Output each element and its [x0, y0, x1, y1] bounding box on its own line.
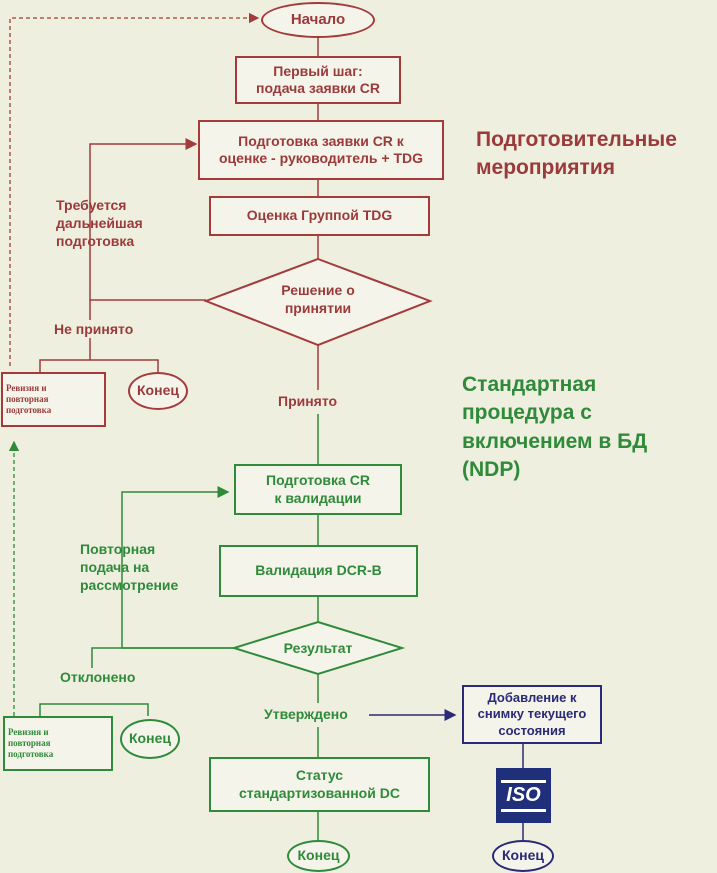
approved-label: Утверждено: [262, 705, 350, 724]
validation-box: Валидация DCR-B: [219, 545, 418, 597]
revision-top-box: Ревизия и повторная подготовка: [1, 372, 106, 427]
end-left-oval: Конец: [120, 719, 180, 759]
revision-bottom-box: Ревизия и повторная подготовка: [3, 716, 113, 771]
accepted-label: Принято: [278, 392, 338, 411]
decision-diamond: [203, 257, 433, 347]
result-diamond: [230, 620, 406, 676]
end-top-oval: Конец: [128, 372, 188, 410]
not-accepted-label: Не принято: [52, 320, 136, 339]
prepare-cr-box: Подготовка заявки CR к оценке - руководи…: [198, 120, 444, 180]
first-step-box: Первый шаг: подача заявки CR: [235, 56, 401, 104]
rejected-label: Отклонено: [58, 668, 138, 687]
status-box: Статус стандартизованной DC: [209, 757, 430, 812]
tdg-eval-box: Оценка Группой TDG: [209, 196, 430, 236]
result-text: Результат: [283, 640, 353, 656]
start-oval: Начало: [261, 2, 375, 38]
prep-section-title: Подготовительные мероприятия: [476, 128, 677, 180]
prepare-validation-box: Подготовка CR к валидации: [234, 464, 402, 515]
end-bottom-oval: Конец: [287, 840, 350, 872]
needs-prep-label: Требуется дальнейшая подготовка: [56, 197, 143, 250]
resubmit-label: Повторная подача на рассмотрение: [80, 541, 179, 594]
ndp-section-title: Стандартная процедура с включением в БД …: [462, 373, 648, 482]
iso-logo: ISO: [496, 768, 551, 823]
snapshot-box: Добавление к снимку текущего состояния: [462, 685, 602, 744]
end-right-oval: Конец: [492, 840, 554, 872]
decision-text: Решение о принятии: [281, 282, 355, 317]
